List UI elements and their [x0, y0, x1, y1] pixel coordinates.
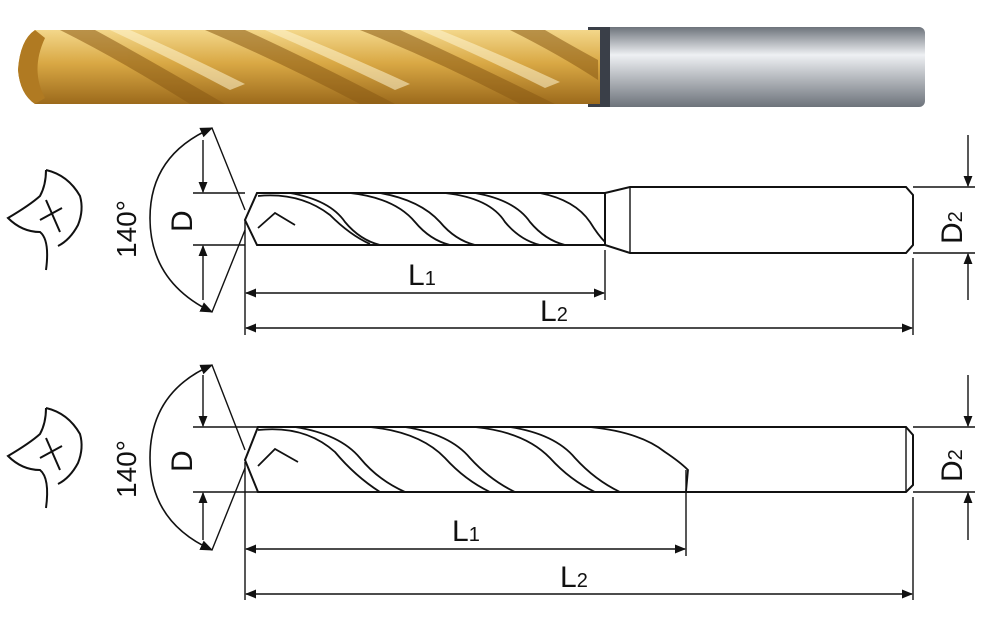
diameter-label-2: D [166, 450, 199, 472]
end-view-icon [6, 169, 83, 271]
drill-flutes-2 [257, 426, 689, 493]
end-view-icon-2 [6, 407, 83, 509]
angle-line-lower-2 [211, 467, 246, 551]
drill-shank-photo [590, 27, 925, 107]
angle-line-upper-2 [211, 364, 246, 451]
shank-diameter-label-2: D2 [936, 449, 969, 482]
drill-tip-photo [18, 30, 45, 104]
drawing-2: 140° D D2 L [6, 364, 975, 600]
drill-photo [18, 27, 925, 107]
drill-flutes [257, 192, 606, 246]
flute-helix-shading [60, 30, 598, 104]
drill-body-outline [243, 192, 606, 246]
flute-highlights [110, 30, 560, 90]
shank-diameter-label: D2 [936, 211, 969, 244]
drawing-1: 140° D D2 [6, 127, 975, 335]
l1-label-2: L1 [452, 515, 480, 548]
angle-label-2: 140° [111, 440, 142, 498]
angle-arc [149, 127, 214, 313]
drill-body-outline-2 [243, 426, 914, 493]
angle-label: 140° [111, 200, 142, 258]
angle-arc-2 [149, 364, 214, 551]
angle-line-lower [211, 229, 246, 313]
l2-label-2: L2 [560, 561, 588, 594]
diameter-label: D [166, 210, 199, 232]
l2-label: L2 [540, 295, 568, 328]
l1-label: L1 [408, 259, 436, 292]
drill-shank [604, 186, 914, 254]
angle-line-upper [211, 127, 246, 211]
